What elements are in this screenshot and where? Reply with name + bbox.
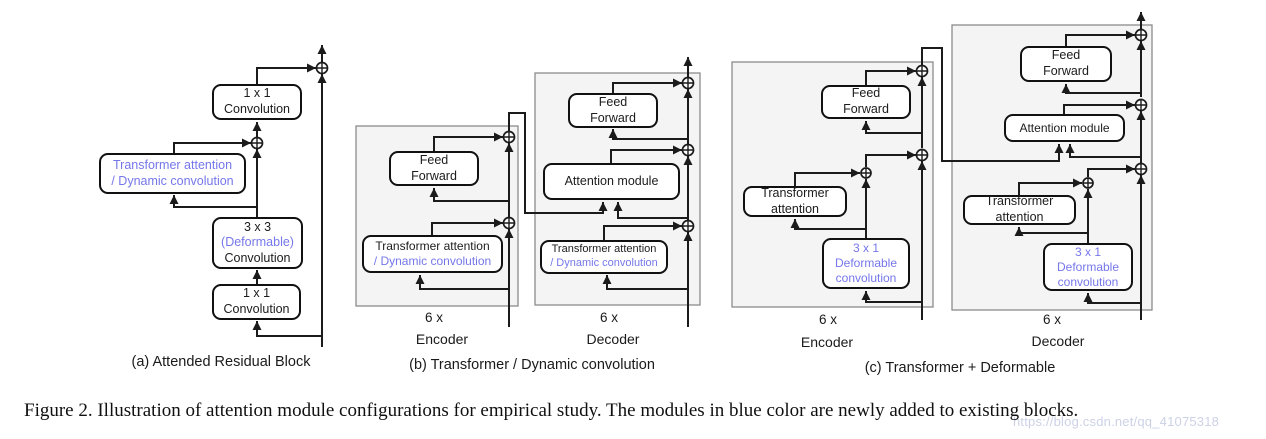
box-text-line: Deformable: [834, 256, 898, 270]
arrowhead: [317, 45, 327, 54]
b-decoder-transformer-attention-box: Transformer attention / Dynamic convolut…: [540, 240, 668, 274]
box-text-line: / Dynamic convolution: [550, 257, 658, 269]
panel-b-caption: (b) Transformer / Dynamic convolution: [409, 357, 655, 373]
add-junction: [681, 76, 695, 90]
add-junction: [250, 136, 264, 150]
a-transformer-attention-box: Transformer attention / Dynamic convolut…: [99, 153, 246, 194]
box-text-line: Feed: [851, 86, 881, 101]
arrowhead: [252, 270, 262, 279]
arrowhead: [252, 149, 262, 158]
box-text-line: Forward: [1043, 64, 1089, 78]
b-encoder-feed-forward-box: Feed Forward: [389, 151, 479, 186]
add-junction: [681, 219, 695, 233]
box-text-line: Convolution: [223, 102, 290, 116]
add-junction: [1082, 177, 1094, 189]
box-text-line: Transformer: [985, 194, 1054, 209]
b-encoder-repeat-label: 6 x: [424, 310, 443, 325]
box-text-line: Feed: [419, 152, 449, 167]
add-junction: [1134, 28, 1148, 42]
add-junction: [502, 130, 516, 144]
box-text-line: Transformer attention: [375, 239, 490, 253]
c-decoder-repeat-label: 6 x: [1042, 312, 1061, 327]
add-junctions: [250, 28, 1148, 233]
box-text-line: attention: [771, 201, 819, 216]
arrowhead: [307, 63, 316, 73]
box-text-line: Attention module: [1019, 120, 1110, 135]
b-decoder-feed-forward-box: Feed Forward: [568, 93, 658, 128]
c-decoder-deformable-conv-box: 3 x 1 Deformable convolution: [1043, 243, 1133, 291]
arrowhead: [169, 195, 179, 204]
add-junction: [915, 148, 929, 162]
box-text-line: 1 x 1: [243, 86, 271, 101]
panel-c-caption: (c) Transformer + Deformable: [864, 360, 1056, 376]
box-text-line: Forward: [590, 110, 636, 125]
b-decoder-repeat-label: 6 x: [599, 310, 618, 325]
panel-c-wires: [794, 12, 1142, 320]
box-text-line: Forward: [843, 102, 889, 116]
arrowhead: [683, 57, 693, 66]
box-text-line: convolution: [835, 271, 897, 285]
c-encoder-repeat-label: 6 x: [818, 312, 837, 327]
add-junction: [915, 64, 929, 78]
c-encoder-feed-forward-box: Feed Forward: [821, 85, 911, 119]
figure-caption: Figure 2. Illustration of attention modu…: [24, 400, 1079, 421]
arrowhead: [252, 122, 262, 131]
box-text-line: (Deformable): [221, 235, 294, 250]
add-junction: [1134, 98, 1148, 112]
box-text-line: Feed: [598, 94, 628, 109]
c-encoder-transformer-attention-box: Transformer attention: [743, 186, 847, 217]
c-encoder-label: Encoder: [800, 334, 854, 350]
box-text-line: / Dynamic convolution: [373, 254, 492, 268]
box-text-line: Attention module: [564, 173, 659, 188]
c-decoder-attention-module-box: Attention module: [1004, 114, 1125, 142]
c-encoder-deformable-conv-box: 3 x 1 Deformable convolution: [822, 238, 910, 289]
b-encoder-label: Encoder: [415, 331, 469, 347]
arrowhead: [1136, 12, 1146, 21]
panel-b-wires: [419, 57, 689, 327]
box-text-line: Feed: [1051, 48, 1081, 63]
b-decoder-label: Decoder: [586, 331, 640, 347]
box-text-line: Transformer attention: [551, 243, 657, 256]
add-junction: [860, 167, 872, 179]
c-decoder-feed-forward-box: Feed Forward: [1020, 46, 1112, 82]
a-conv-1x1-top-box: 1 x 1 Convolution: [212, 84, 302, 120]
panel-a-caption: (a) Attended Residual Block: [131, 354, 311, 370]
box-text-line: Transformer attention: [112, 157, 233, 172]
arrowhead: [252, 321, 262, 330]
box-text-line: Convolution: [223, 302, 290, 316]
c-decoder-label: Decoder: [1031, 333, 1085, 349]
arrowhead: [242, 138, 251, 148]
b-encoder-transformer-attention-box: Transformer attention / Dynamic convolut…: [362, 235, 503, 273]
add-junction: [502, 216, 516, 230]
box-text-line: 3 x 3: [243, 219, 272, 234]
b-decoder-attention-module-box: Attention module: [543, 163, 680, 200]
box-text-line: Convolution: [224, 250, 291, 265]
arrowhead: [317, 74, 327, 83]
box-text-line: Deformable: [1056, 259, 1120, 274]
csdn-watermark: https://blog.csdn.net/qq_41075318: [1013, 414, 1220, 429]
box-text-line: 1 x 1: [242, 286, 271, 301]
box-text-line: Transformer: [761, 185, 829, 200]
box-text-line: 3 x 1: [1074, 244, 1101, 259]
box-text-line: 3 x 1: [852, 241, 879, 255]
box-text-line: convolution: [1057, 274, 1119, 289]
a-conv-3x3-deformable-box: 3 x 3 (Deformable) Convolution: [212, 217, 303, 269]
add-junction: [1134, 162, 1148, 176]
add-junction: [681, 143, 695, 157]
c-decoder-transformer-attention-box: Transformer attention: [963, 194, 1076, 225]
box-text-line: Forward: [411, 168, 457, 183]
a-conv-1x1-bottom-box: 1 x 1 Convolution: [212, 284, 301, 320]
box-text-line: / Dynamic convolution: [111, 173, 234, 188]
box-text-line: attention: [995, 210, 1044, 224]
add-junction: [315, 61, 329, 75]
